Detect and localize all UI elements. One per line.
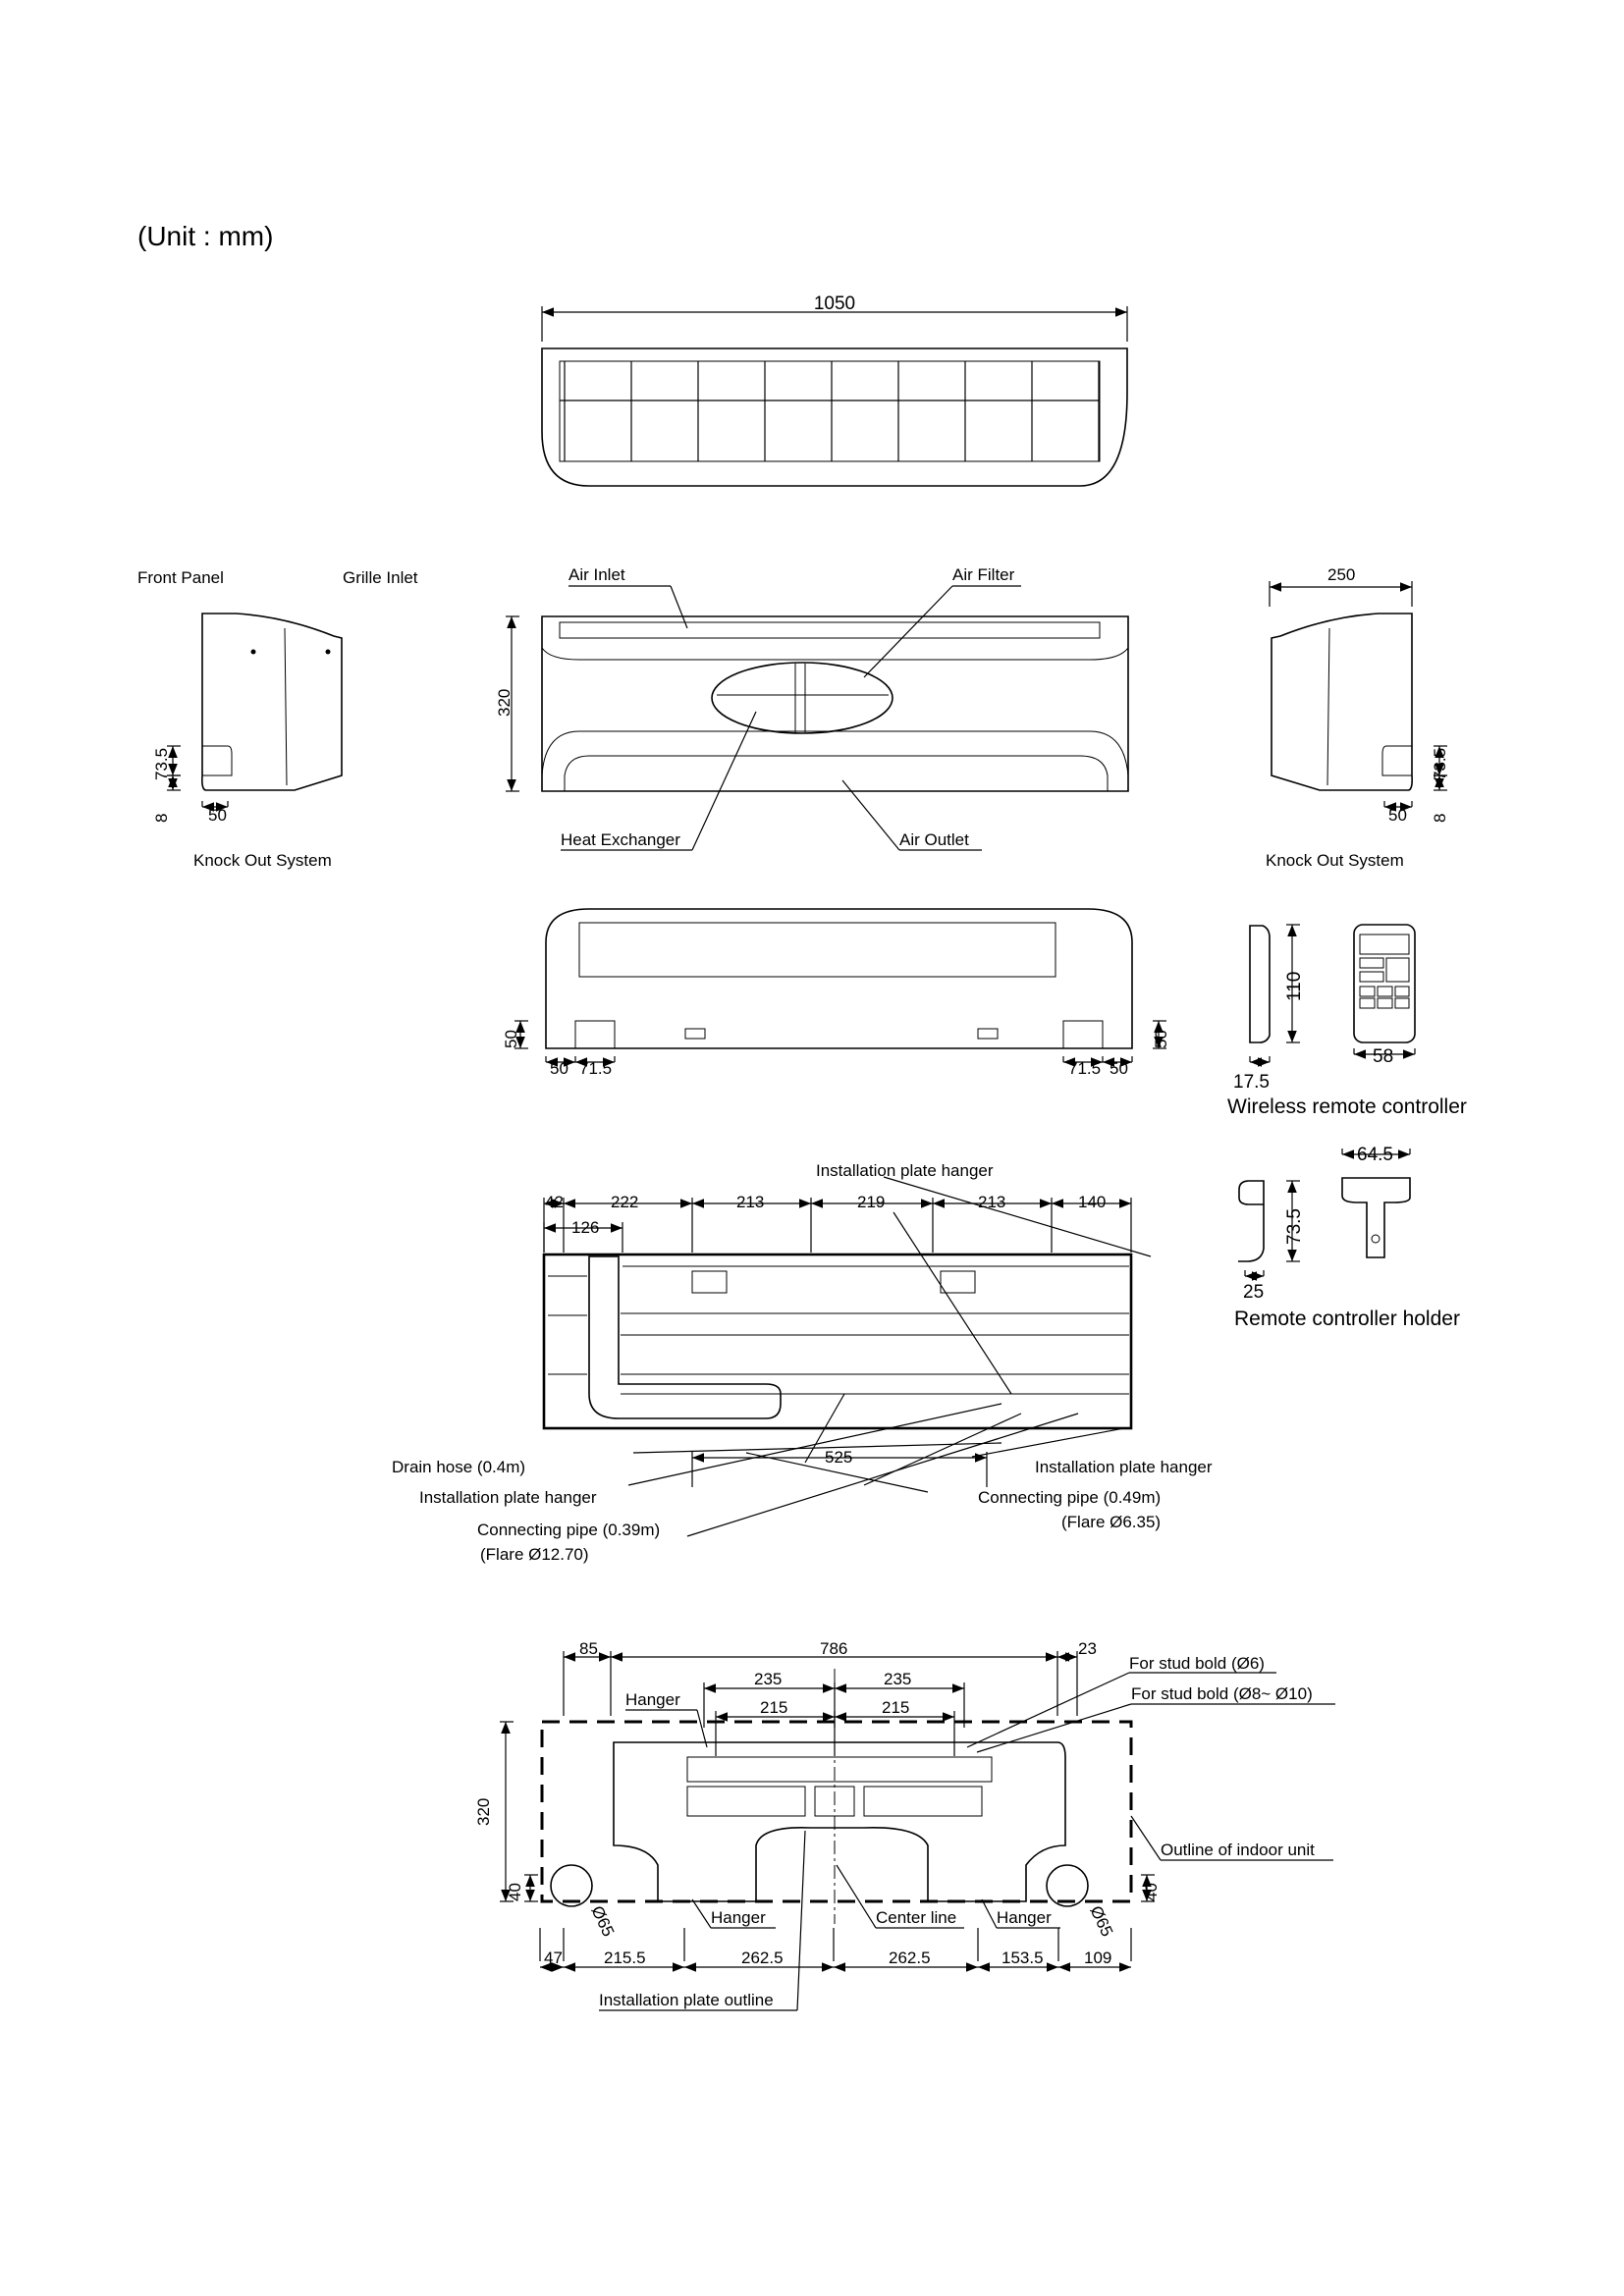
bottom-left-height-dim: 50 (502, 1030, 520, 1048)
front-panel-label: Front Panel (137, 568, 224, 587)
holder-caption: Remote controller holder (1234, 1308, 1460, 1330)
back-dim-213a: 213 (736, 1193, 764, 1211)
pipe-right-label: Connecting pipe (0.49m) (978, 1488, 1161, 1507)
back-dim-42: 42 (545, 1193, 564, 1211)
plate-dim-153-5: 153.5 (1001, 1949, 1044, 1967)
back-hanger-top-label: Installation plate hanger (816, 1161, 994, 1180)
leader-line (686, 1413, 1079, 1537)
leader-line (632, 1442, 1002, 1454)
center-line-label: Center line (876, 1908, 956, 1927)
plate-dim-47: 47 (544, 1949, 563, 1967)
remote-width-dim: 58 (1373, 1046, 1393, 1067)
bottom-view: 50 50 71.5 71.5 50 50 (502, 908, 1170, 1078)
plate-dim-262-5a: 262.5 (741, 1949, 784, 1967)
pipe-left-label: Connecting pipe (0.39m) (477, 1521, 660, 1539)
heat-exchanger-label: Heat Exchanger (561, 830, 680, 849)
flare-left-label: (Flare Ø12.70) (480, 1545, 589, 1564)
leader-line (804, 1393, 845, 1464)
plate-40-left: 40 (506, 1883, 524, 1901)
right-bottom-dim: 8 (1431, 814, 1449, 823)
back-dim-140: 140 (1078, 1193, 1106, 1211)
holder-depth-dim: 25 (1243, 1282, 1264, 1303)
leader-line (745, 1452, 929, 1493)
back-dim-219: 219 (857, 1193, 885, 1211)
grille-inlet-label: Grille Inlet (343, 568, 418, 587)
leader-line (670, 585, 688, 629)
leader-line (691, 711, 757, 851)
flare-right-label: (Flare Ø6.35) (1061, 1513, 1161, 1531)
plate-dim-215a: 215 (760, 1698, 787, 1717)
hole-right-label: Ø65 (1086, 1903, 1116, 1940)
plate-dim-235b: 235 (884, 1670, 911, 1688)
leader-line (691, 1898, 712, 1929)
front-view: Air Inlet Air Filter Heat Exchanger Air … (495, 565, 1129, 849)
top-width-dim: 1050 (814, 294, 855, 314)
plate-dim-85: 85 (579, 1639, 598, 1658)
remote-holder: 64.5 73.5 25 Remote controller holder (1234, 1145, 1460, 1330)
drain-hose-label: Drain hose (0.4m) (392, 1458, 525, 1476)
right-knockout-caption: Knock Out System (1266, 851, 1404, 870)
plate-dim-23: 23 (1078, 1639, 1097, 1658)
plate-dim-235a: 235 (754, 1670, 782, 1688)
plate-40-right: 40 (1142, 1883, 1161, 1901)
air-inlet-label: Air Inlet (568, 565, 625, 584)
stud-8-10-label: For stud bold (Ø8~ Ø10) (1131, 1684, 1313, 1703)
plate-dim-786: 786 (820, 1639, 847, 1658)
leader-line (863, 585, 953, 678)
leader-line (796, 1830, 806, 2011)
leader-line (863, 1413, 1022, 1486)
back-hanger-left-label: Installation plate hanger (419, 1488, 597, 1507)
plate-hanger-right-label: Hanger (997, 1908, 1052, 1927)
leader-line (841, 779, 900, 851)
leader-line (696, 1709, 708, 1748)
remote-height-dim: 110 (1284, 972, 1305, 1001)
leader-line (893, 1211, 1012, 1395)
leader-line (976, 1703, 1132, 1753)
top-view: 1050 (541, 294, 1128, 487)
wireless-remote: 110 58 17.5 Wireless remote controller (1227, 924, 1467, 1118)
plate-dim-262-5b: 262.5 (889, 1949, 931, 1967)
left-knockout-caption: Knock Out System (193, 851, 332, 870)
plate-hanger-left-label: Hanger (711, 1908, 766, 1927)
plate-dim-215-5: 215.5 (604, 1949, 646, 1967)
front-height-dim: 320 (495, 689, 514, 717)
back-dim-222: 222 (611, 1193, 638, 1211)
back-hanger-right-label: Installation plate hanger (1035, 1458, 1213, 1476)
plate-dim-109: 109 (1084, 1949, 1111, 1967)
plate-hanger-top-label: Hanger (625, 1690, 680, 1709)
left-side-view: Front Panel Grille Inlet 73.5 8 50 Knock… (137, 568, 418, 870)
leader-line (1130, 1815, 1162, 1861)
leader-line (883, 1176, 1152, 1257)
leader-line (981, 1898, 998, 1929)
hole-left-label: Ø65 (587, 1903, 618, 1940)
remote-depth-dim: 17.5 (1233, 1072, 1270, 1093)
air-filter-label: Air Filter (952, 565, 1015, 584)
leader-line (627, 1403, 1002, 1486)
back-dim-213b: 213 (978, 1193, 1005, 1211)
plate-outline-label: Installation plate outline (599, 1991, 774, 2009)
left-bottom-dim: 8 (152, 814, 171, 823)
right-width-dim: 50 (1388, 806, 1407, 825)
right-side-view: 250 73.5 8 50 Knock Out System (1266, 565, 1449, 870)
plate-dim-215b: 215 (882, 1698, 909, 1717)
outline-indoor-label: Outline of indoor unit (1161, 1841, 1315, 1859)
bottom-right-height-dim: 50 (1152, 1030, 1170, 1048)
stud-6-label: For stud bold (Ø6) (1129, 1654, 1265, 1673)
holder-height-dim: 73.5 (1284, 1208, 1305, 1245)
back-view: Installation plate hanger 42 222 213 219… (392, 1161, 1213, 1564)
air-outlet-label: Air Outlet (899, 830, 969, 849)
right-depth-dim: 250 (1327, 565, 1355, 584)
unit-label: (Unit : mm) (137, 221, 273, 251)
plate-height-dim: 320 (474, 1798, 493, 1826)
leader-line (836, 1864, 877, 1929)
remote-caption: Wireless remote controller (1227, 1095, 1467, 1118)
leader-line (966, 1672, 1130, 1748)
left-width-dim: 50 (208, 806, 227, 825)
leader-line (971, 1427, 1125, 1458)
installation-plate-view: 85 786 23 235 235 215 215 320 40 40 47 2… (474, 1639, 1315, 2009)
left-height-dim: 73.5 (152, 748, 171, 780)
